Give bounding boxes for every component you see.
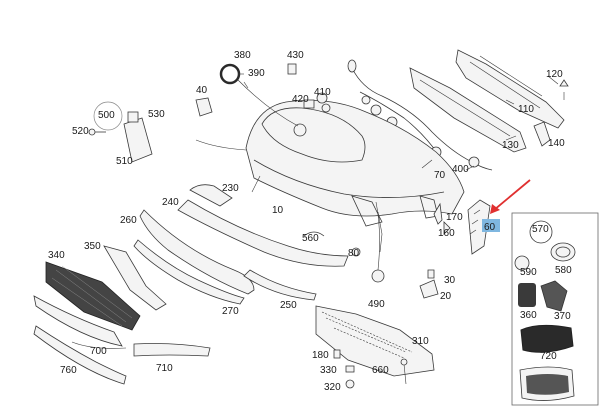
nut-410: [316, 92, 328, 104]
crossmember-110: [455, 49, 565, 129]
label-330: 330: [320, 365, 337, 376]
label-130: 130: [502, 140, 519, 151]
label-350: 350: [84, 241, 101, 252]
strip-760: [33, 325, 127, 385]
emblem: [293, 123, 307, 137]
label-700: 700: [90, 346, 107, 357]
strip-700-outer: [33, 295, 123, 347]
label-420: 420: [292, 94, 309, 105]
insert-720: [520, 324, 574, 353]
insert-350: [103, 245, 167, 311]
label-390: 390: [248, 68, 265, 79]
label-400: 400: [452, 164, 469, 175]
label-490: 490: [368, 299, 385, 310]
label-500: 500: [98, 110, 115, 121]
wiring-harness-400: [347, 59, 493, 171]
underbody-310: [315, 305, 435, 377]
lower-strips: [33, 295, 211, 385]
label-180: 180: [312, 350, 329, 361]
label-660: 660: [372, 365, 389, 376]
clip-320: [345, 379, 355, 389]
label-590: 590: [520, 267, 537, 278]
strip-250: [243, 269, 317, 301]
label-240: 240: [162, 197, 179, 208]
label-80: 80: [348, 248, 360, 259]
label-510: 510: [116, 156, 133, 167]
bolt-170: [433, 202, 443, 225]
label-70: 70: [434, 170, 446, 181]
label-580: 580: [555, 265, 572, 276]
highlight-box: [482, 219, 500, 232]
label-310: 310: [412, 336, 429, 347]
clip-80: [351, 247, 361, 257]
trim-230: [189, 184, 233, 207]
screw-520: [88, 128, 96, 136]
sensor-490: [371, 269, 385, 283]
clip-330: [345, 365, 355, 373]
strip-260: [139, 209, 255, 295]
label-60: 60: [484, 222, 496, 233]
clip-30: [427, 269, 435, 279]
strip-240: [177, 199, 349, 267]
license-plate-holder: [88, 101, 153, 163]
label-720: 720: [540, 351, 557, 362]
label-270: 270: [222, 306, 239, 317]
label-530: 530: [148, 109, 165, 120]
trim-ring-580: [550, 242, 576, 262]
label-520: 520: [72, 126, 89, 137]
label-260: 260: [120, 215, 137, 226]
label-360: 360: [520, 310, 537, 321]
label-380: 380: [234, 50, 251, 61]
clip-180: [333, 349, 341, 359]
clip-160: [443, 221, 451, 235]
label-140: 140: [548, 138, 565, 149]
label-110: 110: [518, 104, 534, 115]
label-30: 30: [444, 275, 456, 286]
fasteners: [195, 139, 451, 389]
leader-lines: [238, 73, 559, 171]
label-340: 340: [48, 250, 65, 261]
label-120: 120: [546, 69, 563, 80]
label-40: 40: [196, 85, 208, 96]
label-230: 230: [222, 183, 239, 194]
label-170: 170: [446, 212, 463, 223]
bezel-370: [540, 280, 568, 312]
label-370: 370: [554, 311, 571, 322]
label-570: 570: [532, 224, 549, 235]
label-320: 320: [324, 382, 341, 393]
cap-590: [514, 255, 530, 271]
label-430: 430: [287, 50, 304, 61]
part-labels: 380 430 390 410 420 40 500 530 520 510 1…: [48, 50, 572, 393]
label-160: 160: [438, 228, 455, 239]
trim-strips: [133, 199, 349, 305]
inset-circle-570: [529, 220, 553, 244]
clip-420: [303, 99, 315, 109]
crossmember-assembly: [409, 49, 569, 153]
label-760: 760: [60, 365, 77, 376]
bracket-40: [195, 97, 213, 117]
ring-560: [303, 231, 325, 237]
strip-710: [133, 343, 211, 357]
label-560: 560: [302, 233, 319, 244]
label-410: 410: [314, 87, 331, 98]
cap-20: [419, 279, 439, 299]
red-arrow-icon: [490, 179, 531, 214]
label-20: 20: [440, 291, 452, 302]
label-10: 10: [272, 205, 284, 216]
bolt-660: [400, 358, 408, 366]
bolt-120: [559, 79, 569, 87]
bracket-530: [127, 111, 139, 123]
cover-360: [518, 283, 536, 307]
detail-inset: [511, 212, 599, 406]
label-710: 710: [156, 363, 173, 374]
strip-270: [133, 239, 245, 305]
clips: [287, 63, 331, 113]
clip-430: [287, 63, 297, 75]
label-250: 250: [280, 300, 297, 311]
grille-340: [45, 245, 167, 331]
bracket-140: [533, 121, 551, 147]
bumper-cover-10: [245, 99, 465, 253]
